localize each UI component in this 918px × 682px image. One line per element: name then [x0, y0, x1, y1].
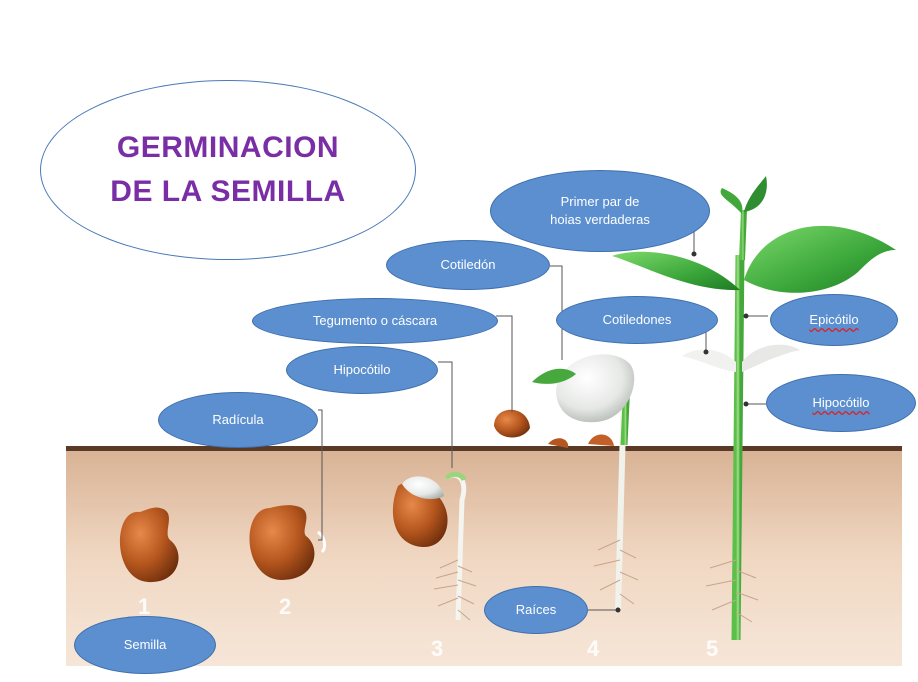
label-cotiledones: Cotiledones: [556, 296, 718, 344]
seed-stage-1: [119, 507, 179, 583]
seed-stage-3: [392, 471, 477, 621]
soil-surface-line: [66, 446, 902, 451]
label-cotiledon: Cotiledón: [386, 240, 550, 290]
label-raices: Raíces: [484, 586, 588, 634]
stage-number-5: 5: [706, 636, 719, 661]
label-hipocotilo-right: Hipocótilo: [766, 374, 916, 432]
label-tegumento: Tegumento o cáscara: [252, 298, 498, 344]
stage-number-4: 4: [587, 636, 600, 661]
title-line-1: GERMINACION: [116, 131, 340, 164]
leader-dots: [615, 251, 749, 613]
plant-stage-5: [612, 176, 896, 641]
seedling-stage-4: [532, 354, 639, 611]
stage-number-1: 1: [138, 594, 151, 619]
title-line-2: DE LA SEMILLA: [110, 175, 346, 208]
label-primer-par-hojas: Primer par de hoias verdaderas: [490, 170, 710, 252]
label-primer-par-line1: Primer par de: [560, 194, 640, 209]
seed-coat-fragments: [494, 409, 614, 448]
label-semilla: Semilla: [74, 616, 216, 674]
stage-number-2: 2: [279, 594, 292, 619]
label-hipocotilo-left: Hipocótilo: [286, 346, 438, 394]
title-ellipse: GERMINACION DE LA SEMILLA: [40, 80, 416, 260]
label-radicula: Radícula: [158, 392, 318, 448]
label-epicotilo: Epicótilo: [770, 294, 898, 346]
stage-number-3: 3: [431, 636, 444, 661]
label-primer-par-line2: hoias verdaderas: [550, 212, 650, 227]
seed-stage-2: [249, 505, 327, 580]
